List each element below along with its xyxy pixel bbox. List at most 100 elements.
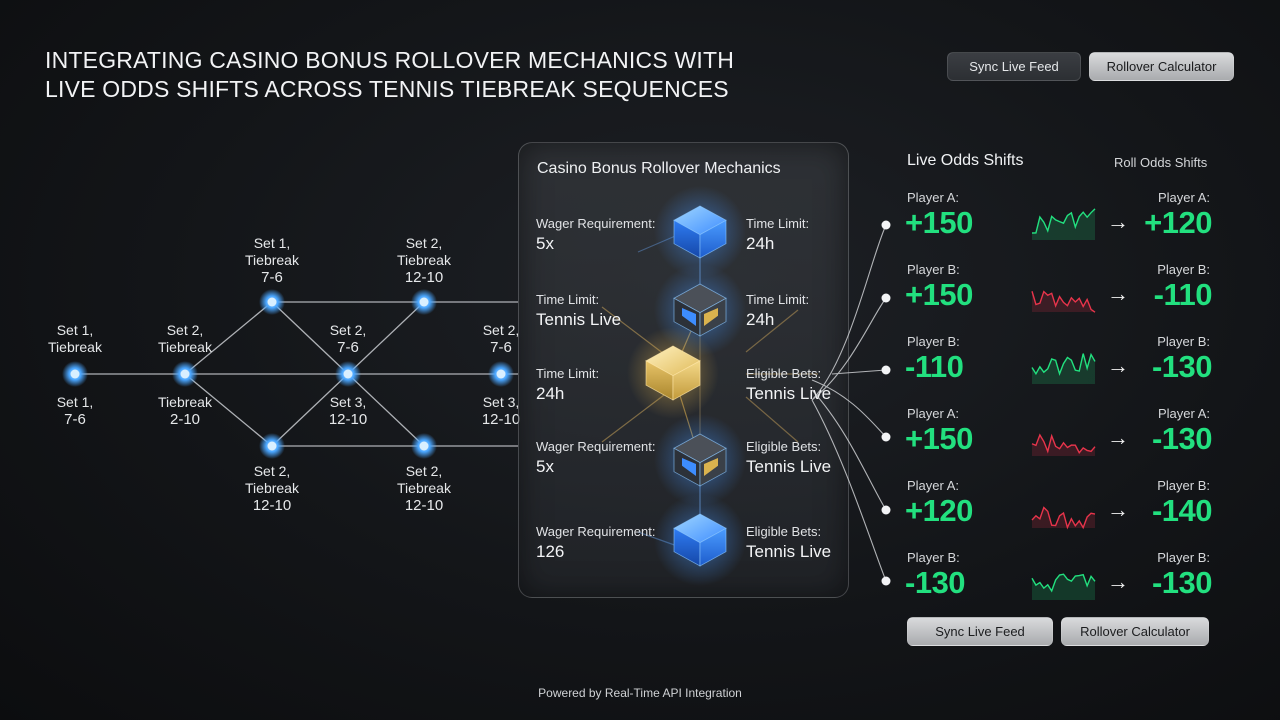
odds-to-value: -130	[1151, 565, 1213, 600]
tree-node-label-top: Set 1,Tiebreak	[48, 322, 102, 355]
connector-node	[881, 365, 891, 375]
odds-from-label: Player A:	[907, 478, 960, 493]
odds-to-label: Player A:	[1157, 406, 1210, 421]
connector-node	[881, 576, 891, 586]
odds-to-label: Player B:	[1157, 334, 1210, 349]
odds-to-value: -140	[1151, 493, 1213, 528]
tree-node-label-bottom: Set 3,12-10	[481, 394, 521, 428]
rollover-cell-label: Time Limit:	[536, 292, 600, 307]
green-sparkline	[1031, 208, 1096, 234]
red-sparkline	[1031, 433, 1096, 454]
gold-cube-icon	[627, 327, 719, 419]
odds-to-label: Player A:	[1157, 190, 1210, 205]
rollover-cell-value: 24h	[536, 384, 565, 403]
arrow-icon: →	[1107, 425, 1129, 450]
connector-node	[881, 293, 891, 303]
rollover-cell-label: Eligible Bets:	[746, 366, 822, 381]
title-line-1: INTEGRATING CASINO BONUS ROLLOVER MECHAN…	[45, 47, 735, 73]
odds-from-value: +150	[905, 277, 973, 312]
odds-from-label: Player A:	[907, 406, 960, 421]
tree-node[interactable]	[70, 369, 80, 379]
arrow-icon: →	[1107, 569, 1129, 594]
odds-from-value: +150	[905, 421, 973, 456]
blue-cube-icon	[654, 494, 746, 586]
odds-to-label: Player B:	[1157, 262, 1210, 277]
title-line-2: LIVE ODDS SHIFTS ACROSS TENNIS TIEBREAK …	[45, 76, 729, 102]
page-title: INTEGRATING CASINO BONUS ROLLOVER MECHAN…	[45, 46, 765, 104]
tree-node[interactable]	[496, 369, 506, 379]
rollover-cell-label: Wager Requirement:	[536, 216, 656, 231]
arrow-icon: →	[1107, 497, 1129, 522]
panel-title: Casino Bonus Rollover Mechanics	[537, 160, 781, 177]
edge	[184, 373, 273, 447]
odds-from-label: Player B:	[907, 334, 960, 349]
live-odds-heading: Live Odds Shifts	[907, 152, 1024, 169]
odds-from-value: +150	[905, 205, 973, 240]
edge	[271, 373, 349, 447]
tree-node[interactable]	[419, 441, 429, 451]
odds-from-value: +120	[905, 493, 973, 528]
arrow-icon: →	[1107, 353, 1129, 378]
odds-to-value: -130	[1151, 349, 1213, 384]
odds-to-value: -130	[1151, 421, 1213, 456]
tree-node[interactable]	[343, 369, 353, 379]
rollover-cell-value: 5x	[536, 234, 554, 253]
tree-node[interactable]	[180, 369, 190, 379]
rollover-cell-label: Eligible Bets:	[746, 439, 822, 454]
rollover-cell-right: Eligible Bets:Tennis Live	[746, 522, 831, 562]
rollover-calculator-button[interactable]: Rollover Calculator	[1061, 617, 1209, 646]
rollover-cell-label: Wager Requirement:	[536, 439, 656, 454]
rollover-cell-left: Time Limit: 24h	[536, 364, 599, 404]
rollover-cube-graph	[601, 186, 818, 586]
rollover-cell-label: Wager Requirement:	[536, 524, 656, 539]
tree-node-label-top: Set 2,7-6	[482, 322, 520, 356]
tree-node-label-bottom: Set 3,12-10	[328, 394, 368, 428]
rollover-cell-label: Time Limit:	[746, 216, 810, 231]
rollover-cell-left: Wager Requirement: 5x	[536, 214, 655, 254]
rollover-cell-label: Time Limit:	[536, 366, 600, 381]
odds-to-label: Player B:	[1157, 478, 1210, 493]
sparkline-area	[1032, 208, 1095, 240]
odds-to-value: +120	[1144, 205, 1212, 240]
sync-live-feed-button-top[interactable]: Sync Live Feed	[947, 52, 1081, 81]
rollover-cell-value: Tennis Live	[536, 310, 622, 329]
rollover-cell-left: Wager Requirement: 5x	[536, 437, 655, 477]
rollover-cell-value: Tennis Live	[746, 384, 832, 403]
rollover-cell-right: Eligible Bets: Tennis Live	[746, 364, 831, 404]
odds-from-label: Player B:	[907, 550, 960, 565]
odds-to-value: -110	[1153, 277, 1213, 312]
sparkline-area	[1032, 291, 1095, 313]
odds-to-label: Player B:	[1157, 550, 1210, 565]
connector-node	[881, 505, 891, 515]
tree-node[interactable]	[419, 297, 429, 307]
odds-from-value: -130	[905, 565, 966, 600]
odds-from-label: Player B:	[907, 262, 960, 277]
edge	[347, 301, 425, 375]
red-sparkline	[1031, 290, 1096, 313]
connector-node	[881, 220, 891, 230]
rollover-cell-value: 24h	[746, 310, 775, 329]
tree-node[interactable]	[267, 297, 277, 307]
tree-node[interactable]	[267, 441, 277, 451]
rollover-cell-value: Tennis Live	[746, 542, 832, 561]
rollover-cell-label: Time Limit:	[746, 292, 810, 307]
odds-from-label: Player A:	[907, 190, 960, 205]
tree-node-label-top: Set 2,7-6	[329, 322, 367, 356]
tree-node-label-top: Set 2,Tiebreak	[158, 322, 212, 355]
rollover-cell-value: 5x	[536, 457, 554, 476]
rollover-cell-right: Time Limit: 24h	[746, 290, 809, 330]
rollover-cell-value: Tennis Live	[746, 457, 832, 476]
roll-odds-subheading: Roll Odds Shifts	[1114, 155, 1208, 170]
edge	[347, 373, 425, 447]
green-sparkline	[1031, 352, 1096, 376]
sync-live-feed-button[interactable]: Sync Live Feed	[907, 617, 1053, 646]
rollover-calculator-button-top[interactable]: Rollover Calculator	[1089, 52, 1234, 81]
